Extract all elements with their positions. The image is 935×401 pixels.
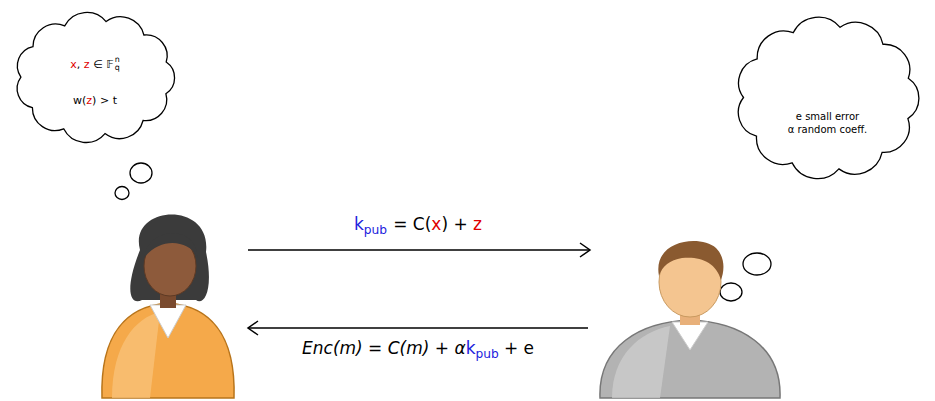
message-arrow <box>248 243 590 257</box>
thought-cloud: x, z ∈ 𝔽nq w(z) > t <box>5 5 185 150</box>
thought-bubble <box>115 187 129 200</box>
thought-text: x, z ∈ 𝔽 <box>70 58 113 71</box>
formula-text: + e <box>504 338 534 358</box>
thought-bubble <box>743 253 771 275</box>
cloud-outline <box>725 8 930 188</box>
subscript: pub <box>364 223 387 237</box>
math-index: n <box>115 56 120 64</box>
message-label: kpub = C(x) + z <box>351 214 485 234</box>
alice-figure <box>102 215 234 398</box>
formula-text: Enc(m) = C(m) + α <box>302 338 466 358</box>
cloud-outline <box>738 17 919 178</box>
cloud-outline <box>17 12 174 142</box>
formula-text: k <box>354 214 364 234</box>
thought-bubble <box>130 163 152 183</box>
message-arrow <box>248 321 588 335</box>
formula-text: k <box>466 338 476 358</box>
math-index: q <box>115 64 120 72</box>
message-label: Enc(m) = C(m) + αkpub + e <box>299 338 537 358</box>
thought-text: e small error <box>796 111 859 122</box>
thought-text: α random coeff. <box>788 124 868 135</box>
subscript: pub <box>476 347 499 361</box>
formula-text: = C(x) + z <box>393 214 482 234</box>
thought-cloud: e small error α random coeff. <box>725 8 930 188</box>
cloud-outline <box>5 5 185 150</box>
bob-figure <box>600 241 780 398</box>
thought-text: w(z) > t <box>73 94 117 107</box>
thought-bubble <box>720 283 742 301</box>
